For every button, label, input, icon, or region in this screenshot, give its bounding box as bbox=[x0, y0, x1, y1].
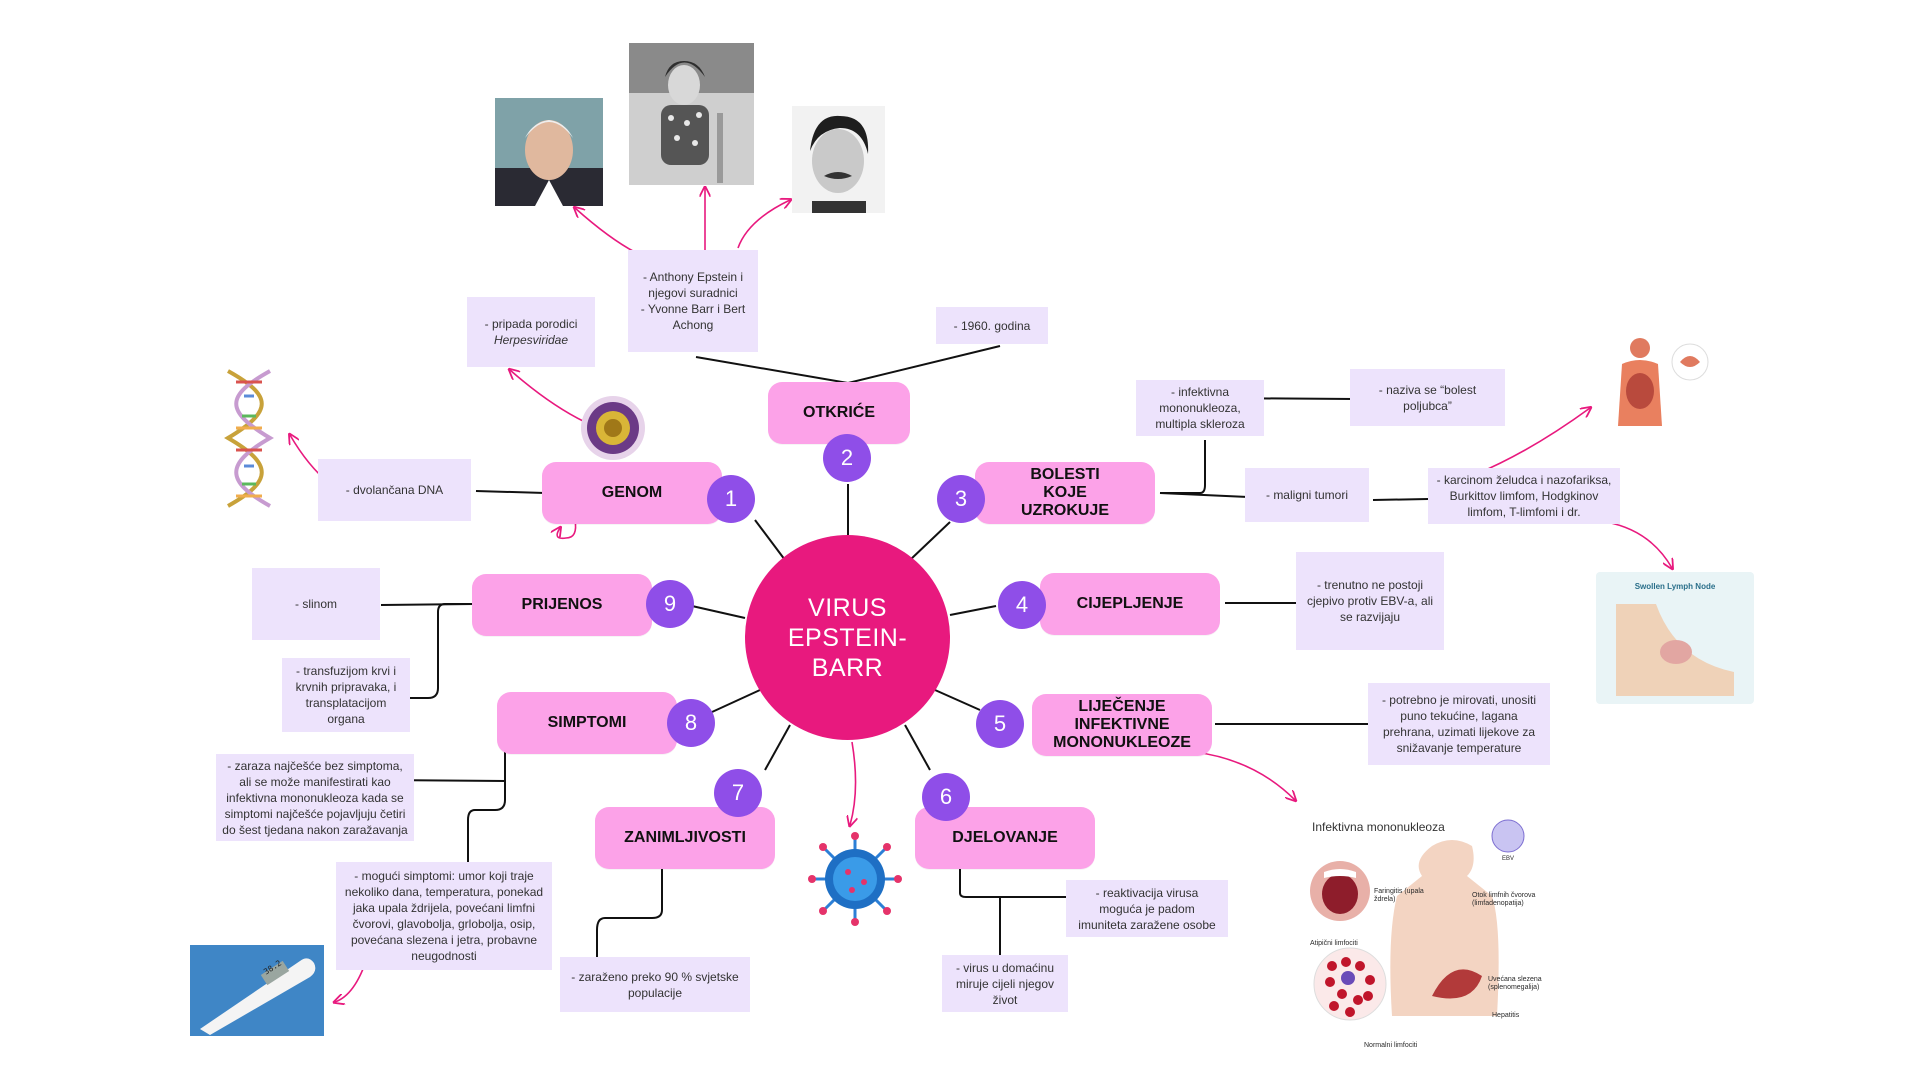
topic-number-2: 2 bbox=[823, 434, 871, 482]
mononucleosis-illustration: Infektivna mononukleoza EBV Faringitis (… bbox=[1302, 816, 1552, 1056]
herpesvirus-particle-image bbox=[581, 396, 645, 460]
topic-djelovanje-label: DJELOVANJE bbox=[952, 829, 1058, 846]
central-topic-label: VIRUS EPSTEIN-BARR bbox=[787, 593, 908, 682]
topic-zanimljivosti-label: ZANIMLJIVOSTI bbox=[624, 829, 746, 846]
anatomy-image bbox=[1618, 338, 1709, 426]
topic-lijecenje[interactable]: LIJEČENJE INFEKTIVNE MONONUKLEOZE bbox=[1032, 694, 1212, 756]
note-family-name: Herpesviridae bbox=[493, 333, 569, 347]
note-symptoms: - mogući simptomi: umor koji traje nekol… bbox=[336, 862, 552, 970]
portrait-photo-3 bbox=[792, 106, 885, 213]
mono-label-faringitis: Faringitis (upala ždrela) bbox=[1374, 888, 1424, 903]
mono-label-atypical: Atipični limfociti bbox=[1310, 940, 1358, 947]
mono-label-hepatitis: Hepatitis bbox=[1492, 1012, 1520, 1019]
portrait-photo-2 bbox=[629, 43, 754, 185]
topic-number-5: 5 bbox=[976, 700, 1024, 748]
topic-simptomi-label: SIMPTOMI bbox=[547, 714, 627, 731]
topic-djelovanje[interactable]: DJELOVANJE bbox=[915, 807, 1095, 869]
note-discoverers: - Anthony Epstein i njegovi suradnici - … bbox=[628, 250, 758, 352]
portrait-photo-1 bbox=[495, 98, 603, 206]
topic-bolesti-label: BOLESTI KOJE UZROKUJE bbox=[1020, 466, 1109, 519]
note-infected: - zaraženo preko 90 % svjetske populacij… bbox=[560, 957, 750, 1012]
topic-genom-label: GENOM bbox=[601, 484, 663, 501]
mono-title: Infektivna mononukleoza bbox=[1312, 820, 1445, 834]
lymph-image-title: Swollen Lymph Node bbox=[1634, 582, 1716, 591]
topic-number-4: 4 bbox=[998, 581, 1046, 629]
thermometer-illustration bbox=[200, 958, 316, 1035]
topic-number-3: 3 bbox=[937, 475, 985, 523]
topic-bolesti[interactable]: BOLESTI KOJE UZROKUJE bbox=[975, 462, 1155, 524]
virus-image bbox=[808, 832, 902, 926]
swollen-lymph-node-image: Swollen Lymph Node bbox=[1596, 572, 1754, 704]
topic-number-6: 6 bbox=[922, 773, 970, 821]
note-malignant: - maligni tumori bbox=[1245, 468, 1369, 522]
note-kissing-disease: - naziva se “bolest poljubca” bbox=[1350, 369, 1505, 426]
mono-drawing bbox=[1310, 819, 1525, 1021]
central-topic[interactable]: VIRUS EPSTEIN-BARR bbox=[745, 535, 950, 740]
note-reactivation: - reaktivacija virusa moguća je padom im… bbox=[1066, 880, 1228, 937]
topic-prijenos[interactable]: PRIJENOS bbox=[472, 574, 652, 636]
note-vaccine: - trenutno ne postoji cjepivo protiv EBV… bbox=[1296, 552, 1444, 650]
topic-simptomi[interactable]: SIMPTOMI bbox=[497, 692, 677, 754]
mono-label-spleen: Uvećana slezena (splenomegalija) bbox=[1488, 976, 1542, 991]
topic-number-1: 1 bbox=[707, 475, 755, 523]
note-dormant: - virus u domaćinu miruje cijeli njegov … bbox=[942, 955, 1068, 1012]
note-family: - pripada porodici Herpesviridae bbox=[467, 297, 595, 367]
neck-illustration bbox=[1616, 604, 1734, 696]
mono-label-ebv: EBV bbox=[1502, 856, 1515, 862]
dna-helix-image bbox=[224, 369, 274, 508]
note-treatment: - potrebno je mirovati, unositi puno tek… bbox=[1368, 683, 1550, 765]
topic-cijepljenje[interactable]: CIJEPLJENJE bbox=[1040, 573, 1220, 635]
topic-prijenos-label: PRIJENOS bbox=[521, 596, 603, 613]
mono-label-nodes: Otok limfnih čvorova (limfadenopatija) bbox=[1472, 892, 1536, 907]
note-saliva: - slinom bbox=[252, 568, 380, 640]
topic-number-9: 9 bbox=[646, 580, 694, 628]
note-transfusion: - transfuzijom krvi i krvnih pripravaka,… bbox=[282, 658, 410, 732]
topic-cijepljenje-label: CIJEPLJENJE bbox=[1076, 595, 1184, 612]
note-asymptomatic: - zaraza najčešće bez simptoma, ali se m… bbox=[216, 754, 414, 841]
note-family-prefix: - pripada porodici bbox=[484, 317, 578, 331]
topic-number-8: 8 bbox=[667, 699, 715, 747]
note-year: - 1960. godina bbox=[936, 307, 1048, 344]
note-cancers: - karcinom želudca i nazofariksa, Burkit… bbox=[1428, 468, 1620, 524]
topic-otkrice[interactable]: OTKRIĆE bbox=[768, 382, 910, 444]
note-diseases: - infektivna mononukleoza, multipla skle… bbox=[1136, 380, 1264, 436]
topic-number-7: 7 bbox=[714, 769, 762, 817]
topic-genom[interactable]: GENOM bbox=[542, 462, 722, 524]
topic-zanimljivosti[interactable]: ZANIMLJIVOSTI bbox=[595, 807, 775, 869]
topic-otkrice-label: OTKRIĆE bbox=[803, 404, 875, 421]
note-dna: - dvolančana DNA bbox=[318, 459, 471, 521]
thermometer-image: 38.2 bbox=[190, 945, 324, 1036]
topic-lijecenje-label: LIJEČENJE INFEKTIVNE MONONUKLEOZE bbox=[1053, 698, 1191, 751]
mono-label-normal: Normalni limfociti bbox=[1364, 1042, 1418, 1049]
